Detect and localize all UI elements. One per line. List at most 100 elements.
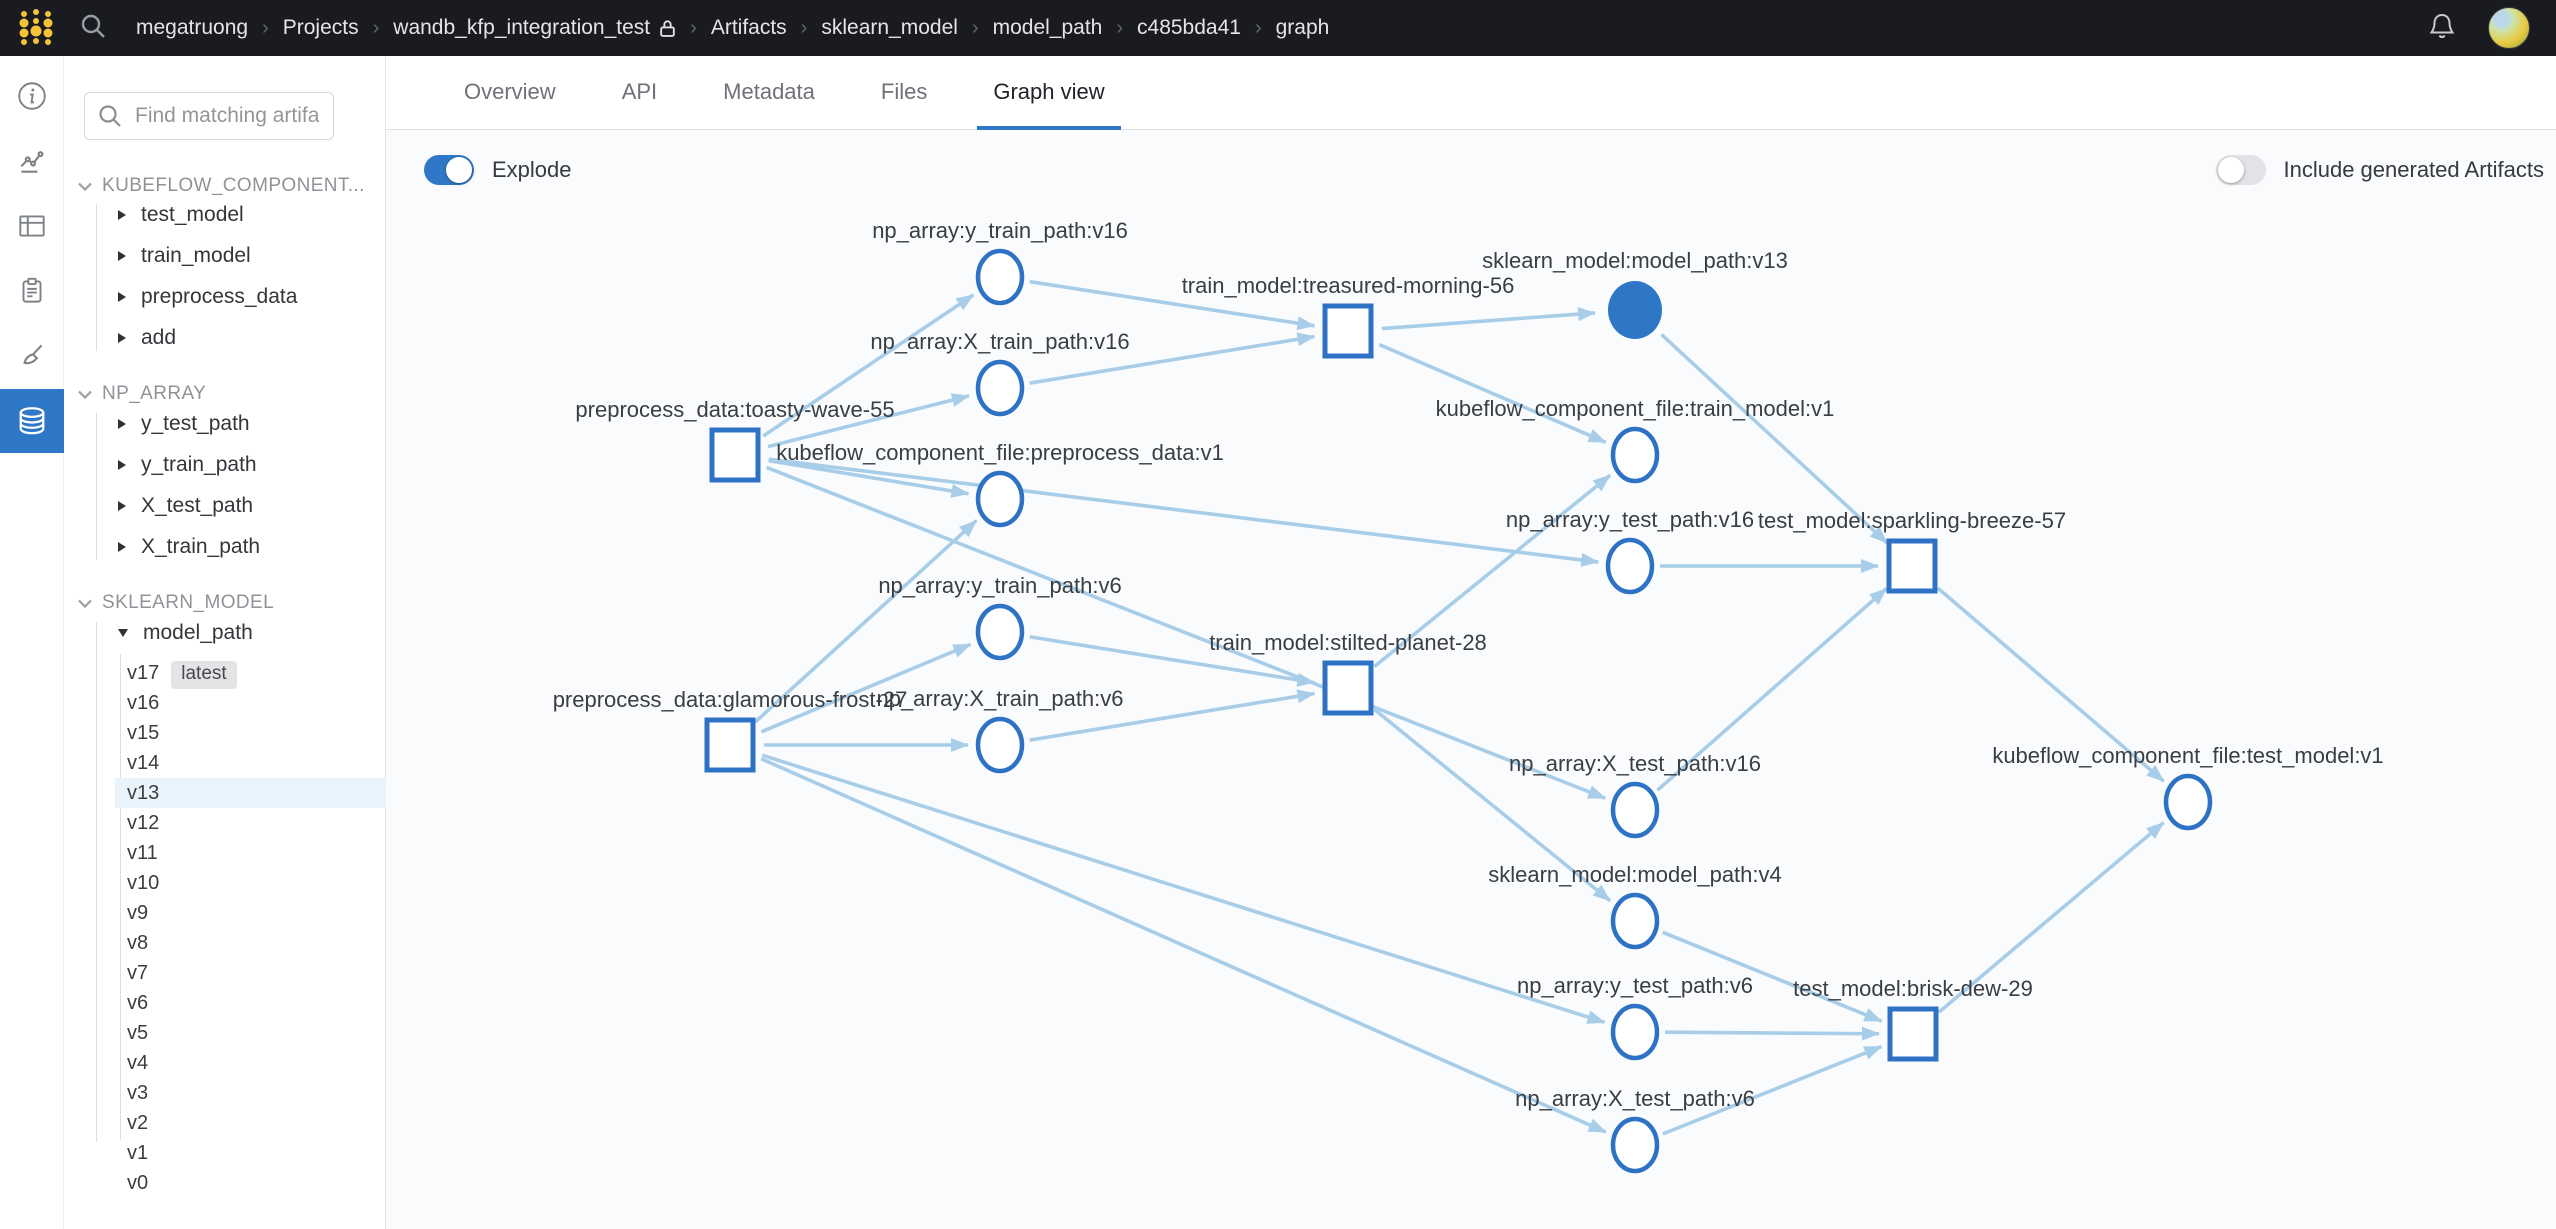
version-row-v9[interactable]: v9 xyxy=(127,902,149,924)
tree-guide xyxy=(96,204,97,351)
tab-metadata[interactable]: Metadata xyxy=(723,79,815,104)
explode-label: Explode xyxy=(492,157,572,182)
chevron-collapsed-icon xyxy=(118,210,126,220)
version-row-v10[interactable]: v10 xyxy=(127,872,160,894)
include-generated-label: Include generated Artifacts xyxy=(2283,157,2545,182)
artifact-node-yte6[interactable] xyxy=(1610,1003,1660,1061)
rail-table-icon[interactable] xyxy=(0,194,64,258)
tree-item-y_test_path[interactable]: y_test_path xyxy=(118,409,250,439)
graph-panel: Explode Include generated Artifacts xyxy=(386,130,2556,1229)
breadcrumb-item-c485bda41[interactable]: c485bda41 xyxy=(1137,16,1241,39)
tree-item-preprocess_data[interactable]: preprocess_data xyxy=(118,282,297,312)
version-row-v1[interactable]: v1 xyxy=(127,1142,149,1164)
toggle-knob xyxy=(446,157,472,183)
version-row-v12[interactable]: v12 xyxy=(127,812,160,834)
chevron-collapsed-icon xyxy=(118,251,126,261)
version-row-v3[interactable]: v3 xyxy=(127,1082,149,1104)
chevron-collapsed-icon xyxy=(118,501,126,511)
version-row-v16[interactable]: v16 xyxy=(127,692,160,714)
version-row-v11[interactable]: v11 xyxy=(127,842,158,864)
top-bar: megatruong › Projects › wandb_kfp_integratio… xyxy=(0,0,2556,56)
artifact-sidebar: KUBEFLOW_COMPONENT...test_model train_mod… xyxy=(64,56,386,1229)
breadcrumb-item-graph[interactable]: graph xyxy=(1275,16,1330,39)
latest-badge: latest xyxy=(171,661,237,689)
tab-api[interactable]: API xyxy=(621,79,658,104)
version-row-v5[interactable]: v5 xyxy=(127,1022,149,1044)
version-row-v14[interactable]: v14 xyxy=(127,752,160,774)
version-row-v6[interactable]: v6 xyxy=(127,992,149,1014)
breadcrumb-separator: › xyxy=(800,16,808,39)
tree-item-train_model[interactable]: train_model xyxy=(118,241,251,271)
version-row-v7[interactable]: v7 xyxy=(127,962,149,984)
version-row-v0[interactable]: v0 xyxy=(127,1172,149,1194)
artifact-node-Xtr6[interactable] xyxy=(975,716,1025,774)
run-node-treasured[interactable] xyxy=(1322,303,1374,359)
rail-clipboard-icon[interactable] xyxy=(0,259,64,323)
artifact-node-yte16[interactable] xyxy=(1605,537,1655,595)
breadcrumb-item-megatruong[interactable]: megatruong xyxy=(136,16,249,39)
tree-item-X_test_path[interactable]: X_test_path xyxy=(118,491,253,521)
avatar[interactable] xyxy=(2488,7,2530,49)
artifact-node-s13[interactable] xyxy=(1608,281,1662,339)
artifact-tabs: Overview API Metadata Files Graph view xyxy=(386,56,2556,130)
artifact-node-s4[interactable] xyxy=(1610,892,1660,950)
breadcrumb-item-Artifacts[interactable]: Artifacts xyxy=(710,16,787,39)
explode-toggle[interactable] xyxy=(424,155,474,185)
rail-chart-icon[interactable] xyxy=(0,129,64,193)
tree-item-model_path[interactable]: model_path xyxy=(118,618,253,648)
bell-icon[interactable] xyxy=(2426,10,2458,47)
artifact-node-ytr6[interactable] xyxy=(975,603,1025,661)
section-NP_ARRAY[interactable]: NP_ARRAY xyxy=(78,379,206,409)
artifact-node-ktrain[interactable] xyxy=(1610,426,1660,484)
breadcrumb-item-Projects[interactable]: Projects xyxy=(282,16,359,39)
run-node-stilted[interactable] xyxy=(1322,660,1374,716)
chevron-collapsed-icon xyxy=(118,460,126,470)
tab-files[interactable]: Files xyxy=(880,79,928,104)
section-SKLEARN_MODEL[interactable]: SKLEARN_MODEL xyxy=(78,588,274,618)
breadcrumb-item-model_path[interactable]: model_path xyxy=(992,16,1103,39)
breadcrumb-separator: › xyxy=(262,16,269,39)
version-row-v8[interactable]: v8 xyxy=(127,932,149,954)
chevron-expanded-icon xyxy=(118,629,128,637)
chevron-collapsed-icon xyxy=(118,292,126,302)
version-row-v15[interactable]: v15 xyxy=(127,722,160,744)
search-icon[interactable] xyxy=(78,11,108,46)
breadcrumb-separator: › xyxy=(690,16,697,39)
chevron-collapsed-icon xyxy=(118,333,126,343)
wandb-logo-icon[interactable] xyxy=(16,7,56,49)
tree-guide xyxy=(96,622,97,1142)
artifact-node-Xte16[interactable] xyxy=(1610,781,1660,839)
version-row-v4[interactable]: v4 xyxy=(127,1052,149,1074)
tree-item-test_model[interactable]: test_model xyxy=(118,200,244,230)
run-node-glamorous[interactable] xyxy=(704,717,756,773)
artifact-node-Xtr16[interactable] xyxy=(975,359,1025,417)
breadcrumb-separator: › xyxy=(971,16,979,39)
breadcrumb-item-sklearn_model[interactable]: sklearn_model xyxy=(821,16,958,39)
tree-item-y_train_path[interactable]: y_train_path xyxy=(118,450,257,480)
icon-rail xyxy=(0,56,64,1229)
rail-info-icon[interactable] xyxy=(0,64,64,128)
lock-icon xyxy=(659,19,676,38)
artifact-node-ytr16[interactable] xyxy=(975,248,1025,306)
include-generated-toggle[interactable] xyxy=(2215,155,2266,185)
run-node-brisk[interactable] xyxy=(1887,1006,1939,1062)
section-KUBEFLOW_COMPONENT...[interactable]: KUBEFLOW_COMPONENT... xyxy=(78,171,365,201)
tab-graph-view[interactable]: Graph view xyxy=(977,79,1121,130)
tree-guide xyxy=(96,413,97,560)
version-row-v13[interactable]: v13 xyxy=(115,778,386,808)
run-node-toasty[interactable] xyxy=(709,427,761,483)
version-row-v2[interactable]: v2 xyxy=(127,1112,149,1134)
tree-item-add[interactable]: add xyxy=(118,323,176,353)
artifact-node-Xte6[interactable] xyxy=(1610,1116,1660,1174)
run-node-sparkling[interactable] xyxy=(1886,538,1938,594)
breadcrumb-item-wandb_kfp_integration_test[interactable]: wandb_kfp_integration_test xyxy=(393,16,676,40)
rail-broom-icon[interactable] xyxy=(0,324,64,388)
artifact-node-kpre[interactable] xyxy=(975,470,1025,528)
tab-overview[interactable]: Overview xyxy=(464,79,556,104)
search-input[interactable] xyxy=(133,103,321,129)
artifact-node-ktest[interactable] xyxy=(2163,773,2213,831)
rail-database-icon[interactable] xyxy=(0,389,64,453)
artifact-search[interactable] xyxy=(84,92,334,140)
tree-item-X_train_path[interactable]: X_train_path xyxy=(118,532,260,562)
